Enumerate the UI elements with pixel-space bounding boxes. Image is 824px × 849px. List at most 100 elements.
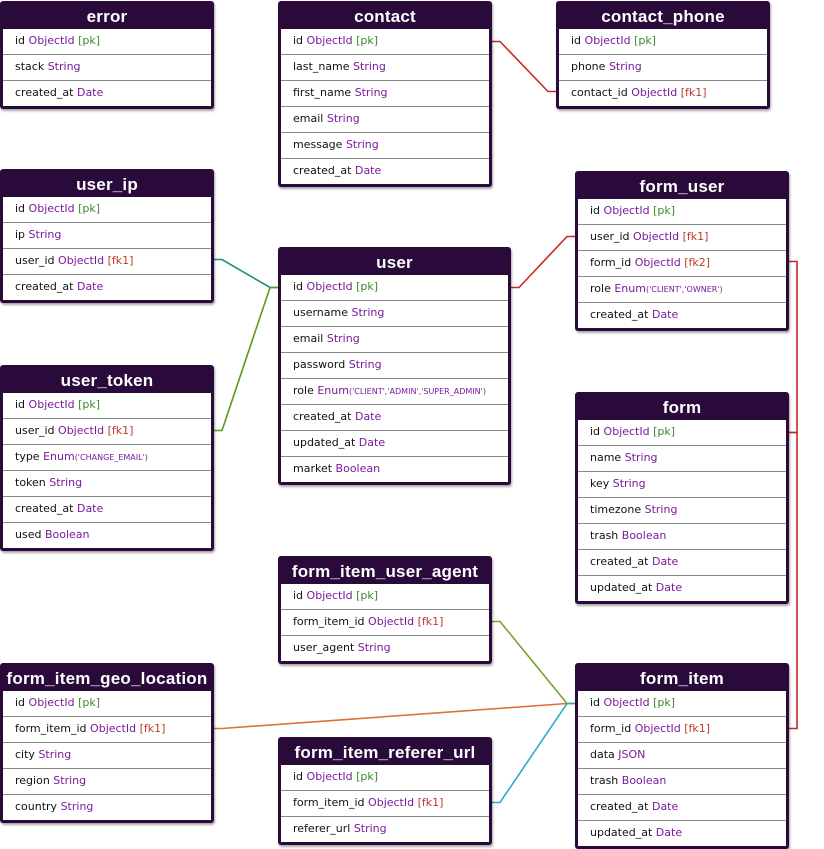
field-row: data JSON <box>578 743 786 769</box>
field-type: Date <box>76 280 104 293</box>
table-title: contact_phone <box>559 4 767 29</box>
primary-key-badge: [pk] <box>653 696 676 709</box>
field-type: String <box>326 112 360 125</box>
field-row: stack String <box>3 55 211 81</box>
field-row: user_id ObjectId [fk1] <box>578 225 786 251</box>
primary-key-badge: [pk] <box>356 34 379 47</box>
field-type: Date <box>655 581 683 594</box>
field-row: created_at Date <box>281 405 508 431</box>
field-type: ObjectId <box>634 722 681 735</box>
field-row: id ObjectId [pk] <box>281 765 489 791</box>
field-type: ObjectId <box>634 256 681 269</box>
field-name: name <box>590 451 622 464</box>
field-name: created_at <box>15 86 74 99</box>
field-type: String <box>624 451 658 464</box>
field-type: String <box>612 477 646 490</box>
field-name: token <box>15 476 46 489</box>
field-name: key <box>590 477 610 490</box>
field-row: role Enum('CLIENT','ADMIN','SUPER_ADMIN'… <box>281 379 508 405</box>
field-row: created_at Date <box>578 303 786 328</box>
field-type: String <box>351 306 385 319</box>
field-type: String <box>53 774 87 787</box>
field-name: id <box>293 34 304 47</box>
field-type: String <box>353 822 387 835</box>
field-row: created_at Date <box>3 81 211 106</box>
relation-line <box>214 702 575 730</box>
field-row: market Boolean <box>281 457 508 482</box>
field-type: Date <box>354 410 382 423</box>
foreign-key-badge: [fk1] <box>417 615 444 628</box>
field-row: referer_url String <box>281 817 489 842</box>
field-type: ObjectId <box>58 424 105 437</box>
relation-line <box>789 260 798 434</box>
field-name: email <box>293 332 324 345</box>
field-type: String <box>345 138 379 151</box>
field-name: role <box>590 282 611 295</box>
field-row: id ObjectId [pk] <box>578 199 786 225</box>
field-row: country String <box>3 795 211 820</box>
field-row: user_id ObjectId [fk1] <box>3 249 211 275</box>
field-name: region <box>15 774 50 787</box>
relation-line <box>214 258 278 289</box>
field-name: country <box>15 800 58 813</box>
field-row: updated_at Date <box>281 431 508 457</box>
field-name: created_at <box>15 280 74 293</box>
field-enum-values: ('CLIENT','ADMIN','SUPER_ADMIN') <box>348 387 486 396</box>
foreign-key-badge: [fk1] <box>139 722 166 735</box>
field-row: region String <box>3 769 211 795</box>
field-type: Enum <box>614 282 646 295</box>
field-type: Enum <box>317 384 349 397</box>
field-name: user_id <box>15 254 55 267</box>
field-name: last_name <box>293 60 350 73</box>
field-name: form_item_id <box>293 796 365 809</box>
field-name: user_agent <box>293 641 355 654</box>
field-name: form_item_id <box>15 722 87 735</box>
relation-line <box>492 702 575 804</box>
primary-key-badge: [pk] <box>356 280 379 293</box>
field-name: updated_at <box>293 436 356 449</box>
field-row: updated_at Date <box>578 576 786 601</box>
field-row: id ObjectId [pk] <box>3 197 211 223</box>
field-type: ObjectId <box>368 615 415 628</box>
field-type: String <box>47 60 81 73</box>
field-row: email String <box>281 327 508 353</box>
relation-line <box>511 235 575 289</box>
field-type: String <box>28 228 62 241</box>
field-type: Boolean <box>621 774 667 787</box>
field-row: id ObjectId [pk] <box>281 275 508 301</box>
field-type: String <box>608 60 642 73</box>
field-name: id <box>15 34 26 47</box>
field-name: updated_at <box>590 581 653 594</box>
field-type: ObjectId <box>58 254 105 267</box>
primary-key-badge: [pk] <box>78 34 101 47</box>
field-type: Date <box>354 164 382 177</box>
field-row: timezone String <box>578 498 786 524</box>
field-name: created_at <box>293 164 352 177</box>
foreign-key-badge: [fk1] <box>417 796 444 809</box>
field-type: Date <box>358 436 386 449</box>
field-type: String <box>60 800 94 813</box>
primary-key-badge: [pk] <box>356 589 379 602</box>
field-type: String <box>326 332 360 345</box>
field-row: created_at Date <box>3 275 211 300</box>
field-type: String <box>348 358 382 371</box>
table-title: form_item <box>578 666 786 691</box>
field-row: created_at Date <box>3 497 211 523</box>
field-type: Date <box>651 555 679 568</box>
table-title: form_item_referer_url <box>281 740 489 765</box>
field-row: contact_id ObjectId [fk1] <box>559 81 767 106</box>
field-name: stack <box>15 60 45 73</box>
field-row: id ObjectId [pk] <box>3 29 211 55</box>
